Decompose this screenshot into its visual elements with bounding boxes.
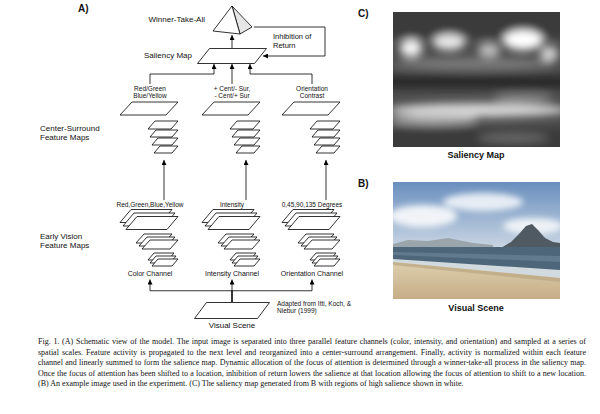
- map-plane: [152, 138, 178, 145]
- channel-label: Intensity Channel: [205, 270, 259, 278]
- map-plane: [312, 130, 340, 137]
- connector-arrow: [326, 160, 327, 200]
- saliency-map-plane: Saliency Map: [197, 48, 267, 64]
- early-vision-map-stack: IntensityIntensity Channel: [200, 200, 264, 280]
- map-label: Saliency Map: [144, 51, 192, 60]
- source-note: Adapted from Itti, Koch, & Niebur (1999): [277, 300, 357, 315]
- map-plane: [234, 259, 260, 266]
- connector-arrow: [232, 35, 233, 48]
- map-plane: [150, 130, 178, 137]
- channel-label: Color Channel: [128, 270, 173, 278]
- map-outline: [194, 302, 270, 319]
- connector-arrow: [150, 280, 232, 302]
- map-label: Visual Scene: [209, 321, 256, 330]
- map-plane: [208, 217, 260, 230]
- panel-letter: C): [358, 8, 369, 20]
- connectors: [150, 27, 326, 302]
- center-surround-map-stack: Red/Green Blue/Yellow: [118, 84, 182, 160]
- panel-letter: B): [358, 178, 369, 190]
- figure-caption: Fig. 1. (A) Schematic view of the model.…: [38, 337, 586, 390]
- map-plane: [142, 240, 178, 249]
- map-plane: [232, 130, 260, 137]
- map-label: + Cent/- Sur, - Cent/+ Sur: [213, 85, 252, 100]
- map-label: 0,45,90,135 Degrees: [282, 201, 343, 208]
- map-plane: [314, 138, 340, 145]
- map-plane: [152, 259, 178, 266]
- map-outline: [118, 209, 182, 269]
- map-plane: [288, 217, 340, 230]
- map-outline: [280, 101, 344, 159]
- saliency-map-image: [393, 12, 560, 147]
- map-plane: [314, 259, 340, 266]
- image-title: Saliency Map: [447, 150, 504, 160]
- map-plane: [202, 102, 260, 115]
- salience-blobs: [393, 12, 560, 147]
- map-outline: [200, 101, 264, 159]
- connector-arrow: [232, 64, 233, 84]
- map-plane: [304, 240, 340, 249]
- map-label: Intensity: [220, 201, 244, 208]
- map-plane: [224, 240, 260, 249]
- map-plane: [316, 146, 340, 153]
- connector-arrow: [150, 64, 214, 84]
- map-plane: [195, 303, 270, 319]
- connector-arrow: [232, 280, 312, 302]
- map-outline: [200, 209, 264, 269]
- map-plane: [234, 138, 260, 145]
- map-plane: [154, 146, 178, 153]
- map-label: Orientation Contrast: [290, 85, 334, 100]
- map-label: Red,Green,Blue,Yellow: [117, 201, 184, 208]
- pyramid-face: [213, 6, 240, 34]
- early-vision-map-stack: 0,45,90,135 DegreesOrientation Channel: [280, 200, 344, 280]
- wet-sand: [393, 262, 560, 282]
- connector-arrow: [250, 64, 312, 84]
- center-surround-map-stack: Orientation Contrast: [280, 84, 344, 160]
- level-label: Early Vision Feature Maps: [40, 232, 104, 250]
- feedback-label: Inhibition of Return: [273, 33, 319, 50]
- map-outline: [210, 5, 254, 35]
- map-outline: [197, 48, 267, 64]
- map-plane: [126, 217, 178, 230]
- map-outline: [280, 209, 344, 269]
- distant-hills: [393, 238, 493, 248]
- sand: [393, 262, 560, 299]
- map-plane: [310, 121, 340, 129]
- map-plane: [148, 121, 178, 129]
- winner-take-all-pyramid: Winner-Take-All: [210, 5, 254, 35]
- visual-scene-plane: Visual Scene: [194, 302, 270, 319]
- image-title: Visual Scene: [448, 303, 503, 313]
- map-plane: [282, 102, 340, 115]
- map-label: Winner-Take-All: [149, 15, 205, 24]
- map-outline: [118, 101, 182, 159]
- center-surround-map-stack: + Cent/- Sur, - Cent/+ Sur: [200, 84, 264, 160]
- map-plane: [120, 102, 178, 115]
- map-plane: [198, 49, 267, 64]
- sky: [393, 182, 560, 299]
- map-label: Red/Green Blue/Yellow: [128, 85, 172, 100]
- connector-arrow: [246, 160, 247, 200]
- channel-label: Orientation Channel: [281, 270, 343, 278]
- beach-photo: [393, 182, 560, 299]
- level-label: Center-Surround Feature Maps: [40, 124, 104, 142]
- island: [501, 224, 560, 249]
- map-plane: [236, 146, 260, 153]
- sea-streak: [393, 252, 560, 262]
- early-vision-map-stack: Red,Green,Blue,YellowColor Channel: [117, 200, 184, 280]
- map-plane: [230, 121, 260, 129]
- connector-arrow: [254, 27, 325, 56]
- connector-arrow: [164, 160, 165, 200]
- panel-letter: A): [78, 3, 89, 15]
